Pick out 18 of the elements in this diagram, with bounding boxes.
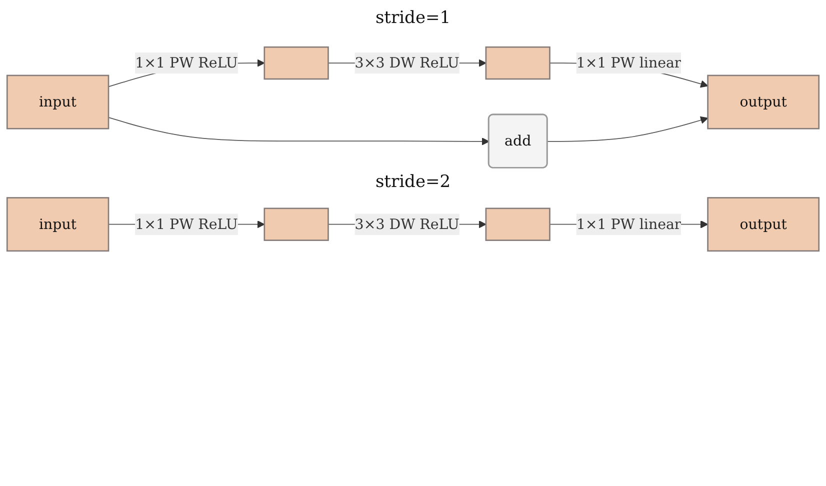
node-box	[6, 74, 110, 130]
edge-label: 3×3 DW ReLU	[354, 215, 460, 232]
edge-label: 1×1 PW ReLU	[135, 215, 238, 232]
section-title: stride=2	[375, 172, 451, 192]
edge-label: 1×1 PW ReLU	[135, 54, 238, 72]
arrow	[108, 116, 490, 146]
node-box	[485, 208, 550, 241]
node-box	[6, 197, 110, 252]
arrow	[547, 116, 708, 142]
node-box	[264, 46, 329, 80]
node-box	[264, 208, 329, 241]
node-box	[485, 46, 550, 80]
edge-label: 3×3 DW ReLU	[354, 54, 460, 72]
section-title: stride=1	[375, 8, 451, 28]
node-box	[707, 197, 820, 252]
edge-label: 1×1 PW linear	[576, 215, 682, 232]
node-box	[707, 74, 820, 130]
edge-label: 1×1 PW linear	[576, 54, 682, 72]
